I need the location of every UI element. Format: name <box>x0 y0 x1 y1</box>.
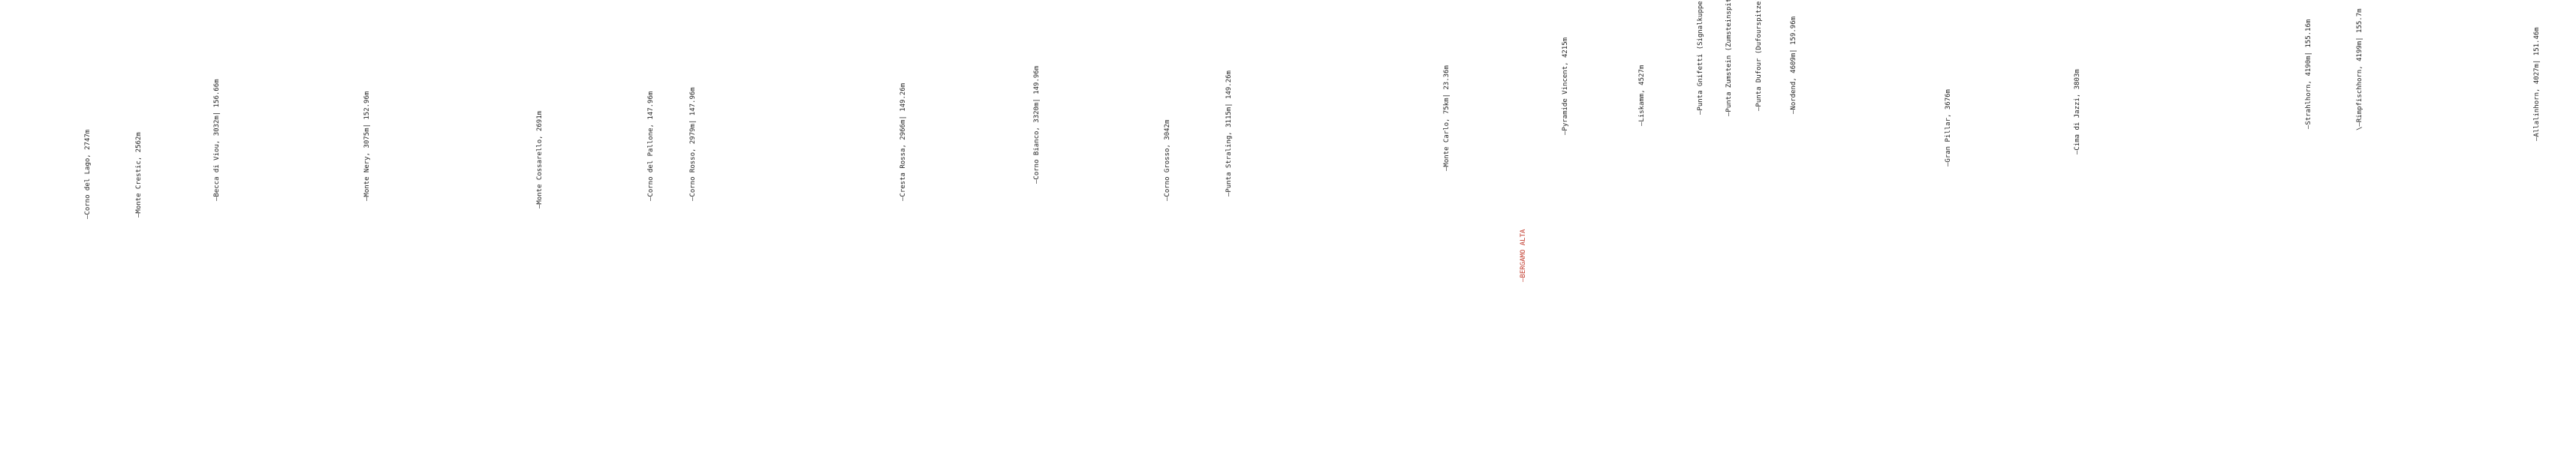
peak-label-pyramide-vincent: —Pyramide Vincent, 4215m <box>1562 37 1569 135</box>
peak-label-gran-pillar: —Gran Pillar, 3676m <box>1945 89 1952 166</box>
peak-label-bergamo-alta: —BERGAMO ALTA <box>1520 229 1527 282</box>
peak-label-cresta-rossa: —Cresta Rossa, 2966m| 149.26m <box>899 82 907 201</box>
peak-label-punta-straling: —Punta Straling, 3115m| 149.26m <box>1225 70 1233 196</box>
peak-label-becca-di-viou: —Becca di Viou, 3032m| 156.66m <box>213 79 221 201</box>
peak-label-corno-bianco: —Corno Bianco, 3320m| 149.96m <box>1033 65 1041 184</box>
peak-label-punta-dufour: —Punta Dufour (Dufourspitze), 4634m <box>1755 0 1763 111</box>
peak-label-liskamm: —Liskamm, 4527m <box>1638 64 1646 126</box>
peak-label-punta-zumstein: —Punta Zumstein (Zumsteinspitze), 4563m <box>1725 0 1733 116</box>
peak-label-nordend: —Nordend, 4609m| 159.96m <box>1790 16 1797 114</box>
peak-label-punta-gnifetti: —Punta Gnifetti (Signalkuppe), 4554m <box>1697 0 1704 115</box>
peak-label-corno-del-lago: —Corno del Lago, 2747m <box>84 129 92 219</box>
peak-label-monte-crestic: —Monte Crestic, 2562m <box>135 132 143 218</box>
peak-label-cima-di-jazzi: —Cima di Jazzi, 3803m <box>2074 69 2081 154</box>
peak-label-allalinhorn: —Allalinhorn, 4027m| 151.46m <box>2533 27 2541 141</box>
peak-label-corno-del-pallone: —Corno del Pallone, 147.96m <box>647 91 655 201</box>
peak-label-corno-grosso: —Corno Grosso, 3042m <box>1164 119 1171 201</box>
peak-label-rimpfischhorn: \—Rimpfischhorn, 4199m| 155.7m <box>2356 8 2364 130</box>
peak-label-monte-cossarello: —Monte Cossarello, 2691m <box>536 110 544 208</box>
peak-label-monte-nery: —Monte Nery, 3075m| 152.96m <box>363 91 371 201</box>
peak-label-corno-rosso: —Corno Rosso, 2979m| 147.96m <box>689 87 697 201</box>
peak-label-monte-carlo: —Monte Carlo, 75km| 23.36m <box>1443 65 1451 171</box>
peak-label-strahlhorn: —Strahlhorn, 4190m| 155.16m <box>2305 19 2312 129</box>
